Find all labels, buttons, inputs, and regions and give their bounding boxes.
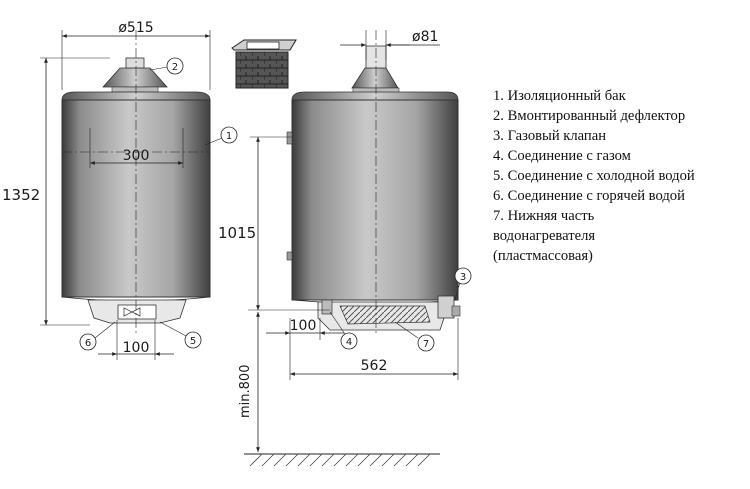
dim-height-connection: 1015 [218, 224, 256, 242]
legend: 1. Изоляционный бак 2. Вмонтированный де… [493, 86, 743, 266]
legend-item-5: 5. Соединение с холодной водой [493, 168, 695, 184]
callout-3: 3 [460, 272, 466, 283]
callout-6: 6 [85, 338, 91, 349]
dim-left-diameter: ø515 [118, 20, 153, 36]
legend-item-7-cont2: (пластмассовая) [493, 248, 593, 264]
gas-valve [437, 295, 455, 319]
dim-height-total: 1352 [2, 186, 40, 204]
side-view [244, 30, 461, 467]
callout-5: 5 [190, 336, 196, 347]
chimney-icon [231, 39, 297, 89]
dim-spacing-top: 300 [123, 148, 150, 164]
callout-1: 1 [226, 131, 232, 142]
dim-offset-right: 100 [290, 318, 317, 334]
dim-min-floor: min.800 [238, 365, 253, 418]
legend-item-4: 4. Соединение с газом [493, 148, 631, 164]
callout-4: 4 [346, 337, 352, 348]
legend-item-6: 6. Соединение с горячей водой [493, 188, 685, 204]
legend-item-1: 1. Изоляционный бак [493, 88, 626, 104]
dim-depth: 562 [361, 358, 388, 374]
dim-spacing-bottom-left: 100 [123, 340, 150, 356]
legend-item-7-cont: водонагревателя [493, 228, 596, 244]
legend-item-3: 3. Газовый клапан [493, 128, 607, 144]
floor-hatch [249, 453, 431, 467]
tank-right [291, 99, 459, 301]
front-view [40, 30, 211, 360]
callout-2: 2 [172, 62, 178, 73]
legend-item-2: 2. Вмонтированный дефлектор [493, 108, 686, 124]
callouts: 2 1 6 5 3 4 7 [79, 57, 472, 352]
legend-item-7: 7. Нижняя часть [493, 208, 595, 224]
deflector-right [351, 67, 399, 89]
callout-7: 7 [423, 339, 429, 350]
deflector-left [102, 67, 168, 88]
dim-right-diameter: ø81 [412, 29, 438, 45]
dimension-labels: ø515 ø81 1352 300 100 1015 100 562 min.8… [2, 20, 438, 418]
